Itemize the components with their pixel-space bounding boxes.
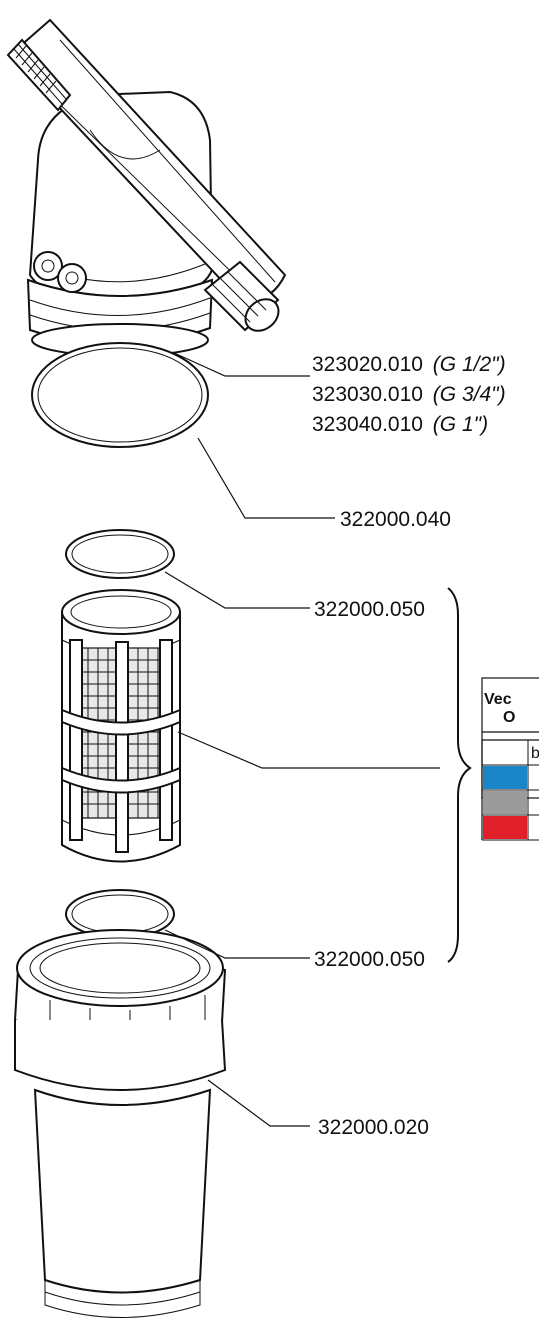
inlet-thread bbox=[6, 38, 72, 112]
part-size: (G 1/2") bbox=[433, 353, 506, 376]
part-label-small-o-ring-bottom: 322000.050 bbox=[314, 948, 425, 971]
table-row: b bbox=[483, 741, 539, 764]
table-header-line2: O bbox=[503, 709, 515, 726]
color-swatch bbox=[483, 791, 527, 814]
filter-bowl-illustration bbox=[13, 929, 227, 1318]
color-swatch bbox=[483, 816, 527, 839]
table-cell: b bbox=[531, 745, 539, 762]
leader-lines bbox=[164, 351, 440, 1127]
table-row bbox=[483, 816, 527, 839]
part-label-head-g1: 323040.010 (G 1") bbox=[312, 413, 488, 436]
part-number: 323030.010 bbox=[312, 383, 423, 406]
filter-cartridge-illustration bbox=[61, 589, 181, 863]
outlet-thread bbox=[203, 260, 280, 332]
table-header-line1: Vec bbox=[484, 691, 512, 708]
small-o-ring-top-illustration bbox=[65, 529, 175, 579]
color-swatch bbox=[483, 741, 527, 764]
cartridge-set-brace bbox=[447, 587, 472, 963]
part-label-head-g34: 323030.010 (G 3/4") bbox=[312, 383, 506, 406]
large-o-ring-illustration bbox=[31, 342, 209, 448]
mesh-color-table: Vec O b bbox=[481, 677, 539, 841]
filter-head-illustration bbox=[6, 18, 287, 357]
table-row bbox=[483, 766, 527, 789]
hex-plugs bbox=[33, 251, 87, 293]
part-size: (G 3/4") bbox=[433, 383, 506, 406]
part-label-bowl: 322000.020 bbox=[318, 1116, 429, 1139]
part-label-head-g12: 323020.010 (G 1/2") bbox=[312, 353, 506, 376]
part-label-large-o-ring: 322000.040 bbox=[340, 508, 451, 531]
part-number: 323020.010 bbox=[312, 353, 423, 376]
color-swatch bbox=[483, 766, 527, 789]
part-size: (G 1") bbox=[433, 413, 488, 436]
table-row bbox=[483, 791, 527, 814]
part-label-small-o-ring-top: 322000.050 bbox=[314, 598, 425, 621]
part-number: 323040.010 bbox=[312, 413, 423, 436]
